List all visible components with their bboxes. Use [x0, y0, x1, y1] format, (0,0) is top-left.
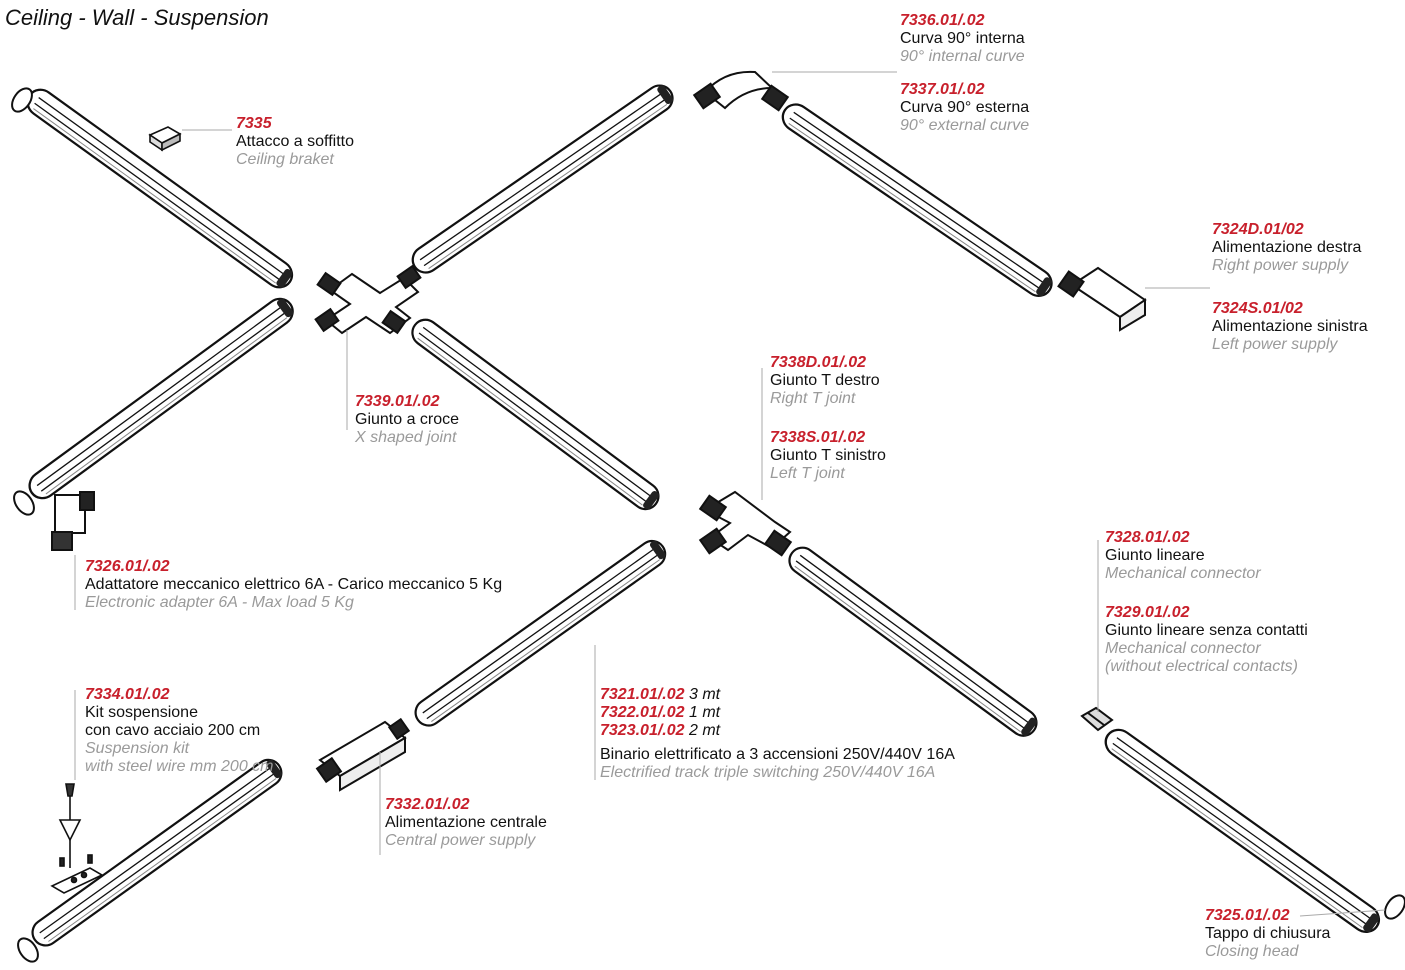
label-7326: 7326.01/.02 Adattatore meccanico elettri… — [85, 558, 502, 612]
rail-upper-right — [406, 79, 679, 279]
code-7339: 7339.01/.02 — [355, 393, 440, 410]
name-it-7325: Tappo di chiusura — [1205, 925, 1331, 942]
name-en-7329-line2: (without electrical contacts) — [1105, 658, 1298, 675]
end-cap-top-left — [11, 87, 33, 113]
name-en-7321: Electrified track triple switching 250V/… — [600, 764, 936, 781]
code-7326: 7326.01/.02 — [85, 558, 170, 575]
code-7329: 7329.01/.02 — [1105, 604, 1190, 621]
label-7334: 7334.01/.02 Kit sospensione con cavo acc… — [85, 686, 274, 776]
name-en-7328: Mechanical connector — [1105, 565, 1261, 582]
name-en-7325: Closing head — [1205, 943, 1299, 960]
name-it-7332: Alimentazione centrale — [385, 814, 547, 831]
code-7325: 7325.01/.02 — [1205, 907, 1290, 924]
rail-lower-right — [1099, 723, 1386, 939]
name-it-7338s: Giunto T sinistro — [770, 447, 886, 464]
name-en-7335: Ceiling braket — [236, 151, 334, 168]
label-7324d: 7324D.01/02 Alimentazione destra Right p… — [1212, 221, 1361, 275]
x-joint — [314, 264, 422, 335]
row-7321: 7321.01/.02 3 mt — [600, 686, 955, 704]
ceiling-bracket — [148, 126, 182, 152]
name-en-7326: Electronic adapter 6A - Max load 5 Kg — [85, 594, 354, 611]
name-en-7324d: Right power supply — [1212, 257, 1349, 274]
name-it-7334-line2: con cavo acciaio 200 cm — [85, 722, 261, 739]
end-cap-bottom-right — [1384, 894, 1405, 920]
name-it-7336: Curva 90° interna — [900, 30, 1025, 47]
code-7332: 7332.01/.02 — [385, 796, 470, 813]
code-7334: 7334.01/.02 — [85, 686, 170, 703]
name-en-7338s: Left T joint — [770, 465, 845, 482]
name-it-7334-line1: Kit sospensione — [85, 704, 198, 721]
name-it-7329: Giunto lineare senza contatti — [1105, 622, 1308, 639]
label-7321: 7321.01/.02 3 mt 7322.01/.02 1 mt 7323.0… — [600, 686, 955, 782]
name-it-7339: Giunto a croce — [355, 411, 460, 428]
label-7339: 7339.01/.02 Giunto a croce X shaped join… — [355, 393, 459, 447]
name-en-7324s: Left power supply — [1212, 336, 1338, 353]
length-7323: 2 mt — [688, 722, 721, 739]
name-it-7338d: Giunto T destro — [770, 372, 880, 389]
label-7324s: 7324S.01/02 Alimentazione sinistra Left … — [1212, 300, 1368, 354]
name-it-7324d: Alimentazione destra — [1212, 239, 1362, 256]
name-it-7321: Binario elettrificato a 3 accensioni 250… — [600, 746, 955, 763]
name-it-7324s: Alimentazione sinistra — [1212, 318, 1368, 335]
name-en-7337: 90° external curve — [900, 117, 1030, 134]
label-7338s: 7338S.01/.02 Giunto T sinistro Left T jo… — [770, 429, 886, 483]
electronic-adapter — [51, 491, 95, 551]
label-7335: 7335 Attacco a soffitto Ceiling braket — [236, 115, 354, 169]
code-7338s: 7338S.01/.02 — [770, 429, 866, 446]
suspension-kit — [50, 783, 104, 894]
code-7338d: 7338D.01/.02 — [770, 354, 867, 371]
name-en-7332: Central power supply — [385, 832, 536, 849]
rail-left-mid — [23, 292, 300, 505]
name-en-7334-line1: Suspension kit — [85, 740, 190, 757]
code-7324d: 7324D.01/02 — [1212, 221, 1304, 238]
name-it-7337: Curva 90° esterna — [900, 99, 1030, 116]
name-it-7335: Attacco a soffitto — [236, 133, 354, 150]
end-cap-left-mid — [13, 490, 35, 516]
curve-90-joint — [692, 70, 790, 112]
code-7337: 7337.01/.02 — [900, 81, 985, 98]
name-en-7336: 90° internal curve — [900, 48, 1025, 65]
name-it-7326: Adattatore meccanico elettrico 6A - Cari… — [85, 576, 503, 593]
length-7322: 1 mt — [688, 704, 721, 721]
header-subtitle: Ceiling - Wall - Suspension — [5, 5, 269, 30]
code-7323: 7323.01/.02 — [600, 722, 685, 739]
t-joint — [698, 490, 793, 557]
code-7324s: 7324S.01/02 — [1212, 300, 1303, 317]
linear-connector — [1080, 706, 1114, 732]
label-7338d: 7338D.01/.02 Giunto T destro Right T joi… — [770, 354, 880, 408]
name-en-7329-line1: Mechanical connector — [1105, 640, 1261, 657]
name-en-7338d: Right T joint — [770, 390, 856, 407]
code-7335: 7335 — [236, 115, 272, 132]
name-en-7339: X shaped joint — [355, 429, 457, 446]
length-7321: 3 mt — [688, 686, 721, 703]
central-power-supply — [315, 717, 411, 792]
name-en-7334-line2: with steel wire mm 200 cm — [85, 758, 274, 775]
label-7332: 7332.01/.02 Alimentazione centrale Centr… — [385, 796, 547, 850]
end-cap-bottom-left — [17, 937, 39, 963]
code-7336: 7336.01/.02 — [900, 12, 985, 29]
label-7325: 7325.01/.02 Tappo di chiusura Closing he… — [1205, 907, 1330, 961]
name-it-7328: Giunto lineare — [1105, 547, 1205, 564]
row-7322: 7322.01/.02 1 mt — [600, 704, 955, 722]
label-7336: 7336.01/.02 Curva 90° interna 90° intern… — [900, 12, 1025, 66]
right-power-supply — [1057, 266, 1147, 332]
code-7321: 7321.01/.02 — [600, 686, 685, 703]
leader-lines — [74, 71, 1386, 917]
code-7322: 7322.01/.02 — [600, 704, 685, 721]
row-7323: 7323.01/.02 2 mt — [600, 722, 955, 740]
label-7328: 7328.01/.02 Giunto lineare Mechanical co… — [1105, 529, 1261, 583]
code-7328: 7328.01/.02 — [1105, 529, 1190, 546]
label-7337: 7337.01/.02 Curva 90° esterna 90° extern… — [900, 81, 1029, 135]
label-7329: 7329.01/.02 Giunto lineare senza contatt… — [1105, 604, 1308, 676]
